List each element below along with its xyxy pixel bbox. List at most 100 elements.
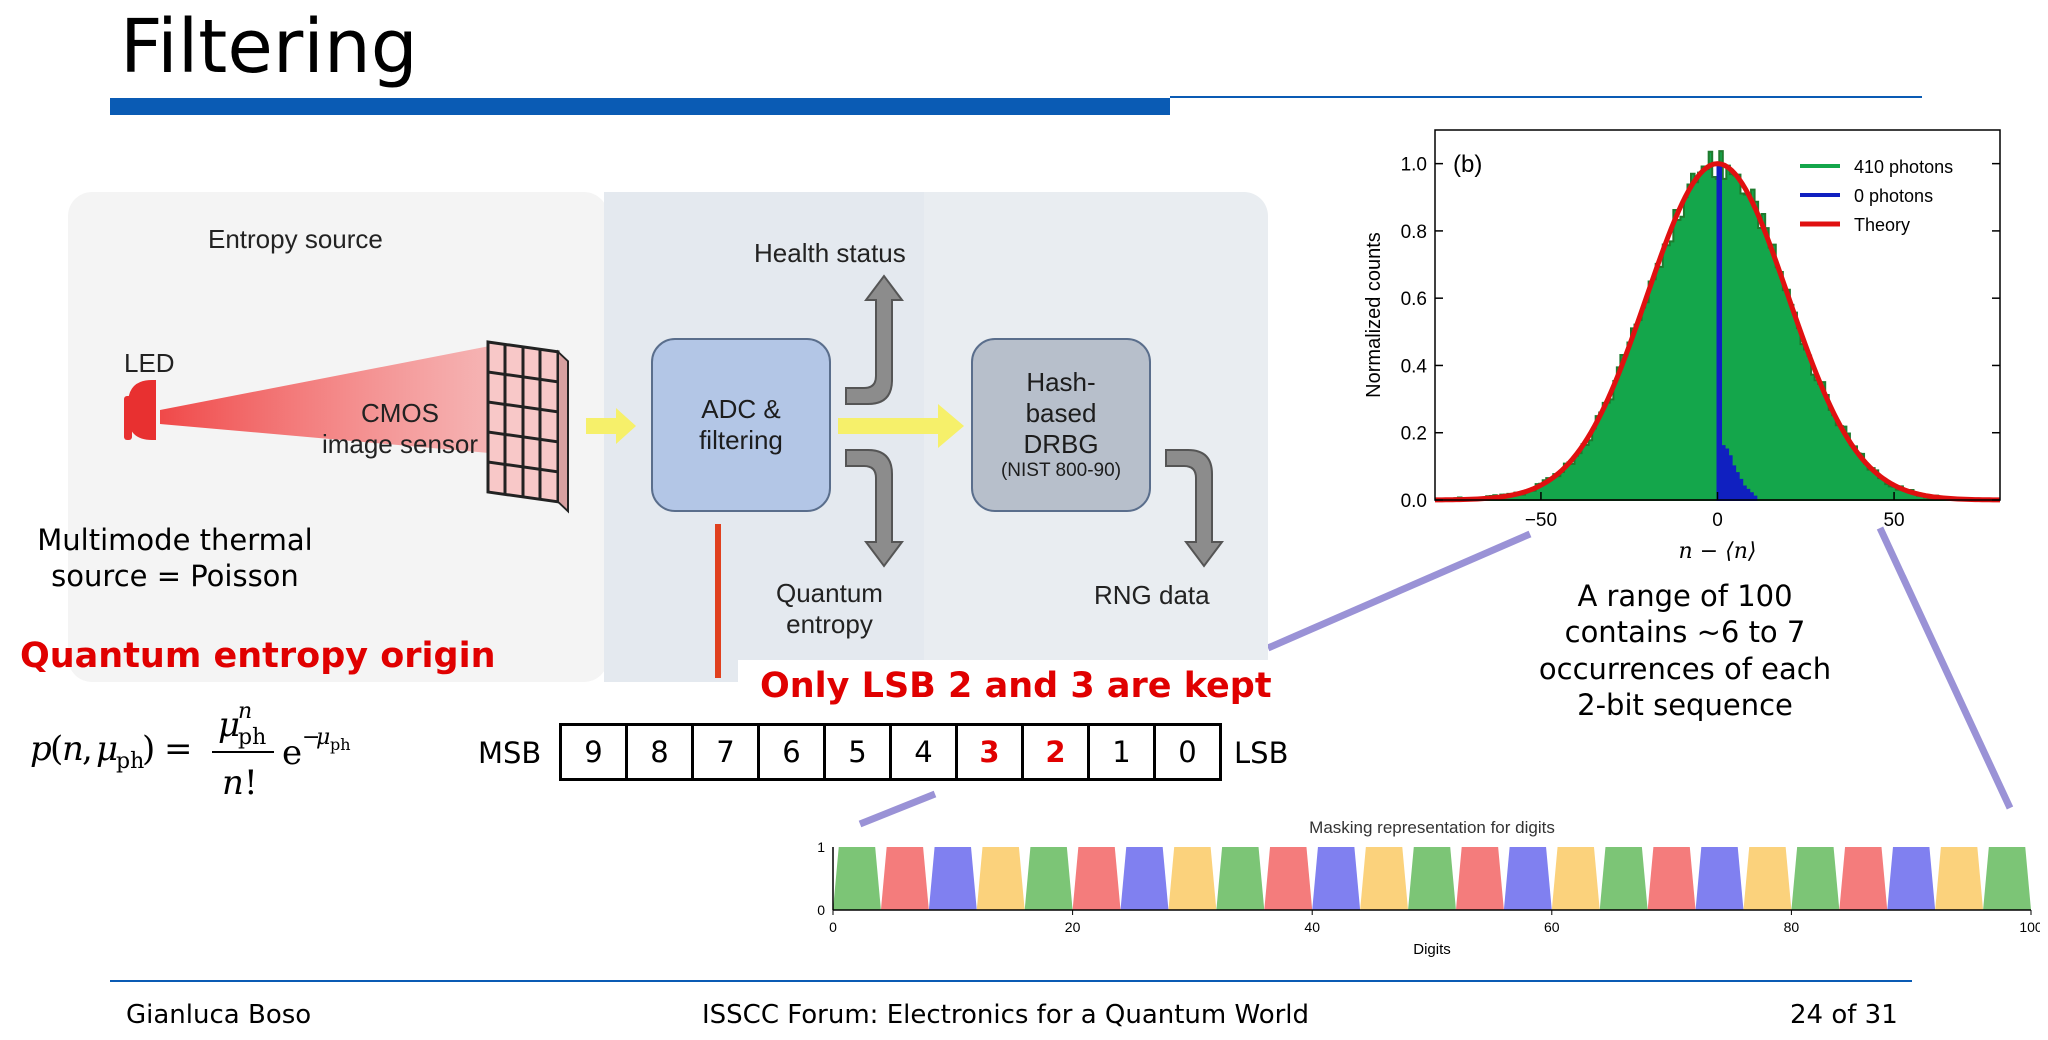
lsb-kept-label: Only LSB 2 and 3 are kept — [760, 666, 1272, 706]
mask-segment — [928, 847, 977, 910]
connector-right — [1876, 526, 2014, 810]
bit-cell: 7 — [691, 726, 757, 778]
slide-title: Filtering — [120, 4, 418, 90]
mask-segment — [1408, 847, 1456, 910]
connector-left-upper — [1266, 530, 1532, 652]
mask-segment — [1120, 847, 1169, 910]
svg-text:e: e — [282, 733, 302, 773]
arrow-health-status — [845, 274, 904, 405]
svg-text:ph: ph — [238, 725, 266, 750]
title-rule-thin — [1170, 96, 1922, 98]
footer-page-number: 24 of 31 — [1790, 1000, 1898, 1030]
arrow-rng-data — [1165, 449, 1224, 568]
y-tick-label: 0.0 — [1401, 491, 1427, 512]
x-tick-label: 0 — [1712, 510, 1723, 531]
svg-text:n: n — [238, 699, 252, 724]
connector-left-lower — [858, 790, 937, 828]
bit-cell: 0 — [1153, 726, 1219, 778]
mask-segment — [1743, 847, 1792, 910]
bit-cell-highlighted: 2 — [1021, 726, 1087, 778]
svg-text:−: − — [302, 725, 320, 750]
mask-segment — [1695, 847, 1744, 910]
mask-segment — [1503, 847, 1552, 910]
mask-segment — [1599, 847, 1648, 910]
bit-cell: 9 — [584, 735, 603, 769]
footer-author: Gianluca Boso — [126, 1000, 312, 1030]
masking-x-tick-label: 20 — [1065, 919, 1081, 935]
x-tick-label: −50 — [1525, 510, 1557, 531]
legend-label: Theory — [1854, 215, 1910, 235]
led-label: LED — [124, 348, 175, 378]
led-beam — [160, 344, 568, 460]
mask-segment — [1839, 847, 1888, 910]
svg-text:μ: μ — [316, 725, 330, 750]
led-shape — [128, 380, 156, 440]
y-tick-label: 0.8 — [1401, 222, 1427, 243]
mask-segment — [1024, 847, 1073, 910]
svg-text:): ) — [142, 729, 155, 769]
entropy-source-label: Entropy source — [208, 224, 383, 254]
x-tick-label: 50 — [1883, 510, 1904, 531]
masking-x-axis-label: Digits — [1413, 941, 1451, 958]
y-tick-label: 0.2 — [1401, 424, 1427, 445]
y-tick-label: 1.0 — [1401, 155, 1427, 176]
bit-cell: 1 — [1087, 726, 1153, 778]
mask-segment — [1216, 847, 1265, 910]
mask-segment — [1935, 847, 1984, 910]
masking-x-tick-label: 40 — [1304, 919, 1320, 935]
kept-label-background — [738, 660, 1270, 720]
legend-label: 0 photons — [1854, 186, 1933, 206]
bit-cell-highlighted: 3 — [955, 726, 1021, 778]
theory-curve — [1434, 161, 2001, 503]
svg-text:!: ! — [244, 763, 258, 803]
svg-text:μ: μ — [218, 705, 240, 745]
mask-segment — [1983, 847, 2031, 910]
mask-segment — [880, 847, 929, 910]
arrow-to-adc — [586, 408, 636, 444]
mask-segment — [1887, 847, 1936, 910]
legend-label: 410 photons — [1854, 157, 1953, 177]
bit-cell: 5 — [823, 726, 889, 778]
histogram-0-photons — [1716, 162, 1758, 501]
title-rule-thick — [110, 98, 1170, 115]
svg-text:ph: ph — [116, 749, 144, 774]
masking-title: Masking representation for digits — [1309, 818, 1555, 837]
svg-text:n: n — [62, 729, 84, 769]
svg-text:n: n — [222, 763, 244, 803]
footer-rule — [110, 980, 1912, 982]
masking-x-tick-label: 0 — [829, 919, 837, 935]
msb-label: MSB — [478, 736, 542, 770]
mask-segment — [833, 847, 881, 910]
svg-text:μ: μ — [96, 729, 118, 769]
masking-y-tick-label: 1 — [817, 839, 825, 855]
masking-x-tick-label: 100 — [2019, 919, 2040, 935]
bit-cell: 4 — [889, 726, 955, 778]
mask-segment — [1312, 847, 1361, 910]
bit-cell: 8 — [625, 726, 691, 778]
svg-text:p: p — [30, 729, 52, 769]
y-tick-label: 0.4 — [1401, 356, 1428, 377]
bit-cell: 6 — [757, 726, 823, 778]
svg-text:ph: ph — [330, 735, 351, 754]
adc-filtering-box: ADC &filtering — [651, 338, 831, 512]
quantum-entropy-origin-label: Quantum entropy origin — [20, 636, 496, 676]
mask-segment — [976, 847, 1025, 910]
y-axis-label: Normalized counts — [1363, 232, 1385, 398]
mask-segment — [1791, 847, 1840, 910]
panel-label: (b) — [1453, 151, 1482, 178]
mask-segment — [1264, 847, 1313, 910]
cmos-sensor-shape — [486, 340, 569, 514]
masking-x-tick-label: 60 — [1544, 919, 1560, 935]
y-tick-label: 0.6 — [1401, 289, 1427, 310]
rng-data-label: RNG data — [1094, 580, 1210, 610]
masking-x-tick-label: 80 — [1784, 919, 1800, 935]
